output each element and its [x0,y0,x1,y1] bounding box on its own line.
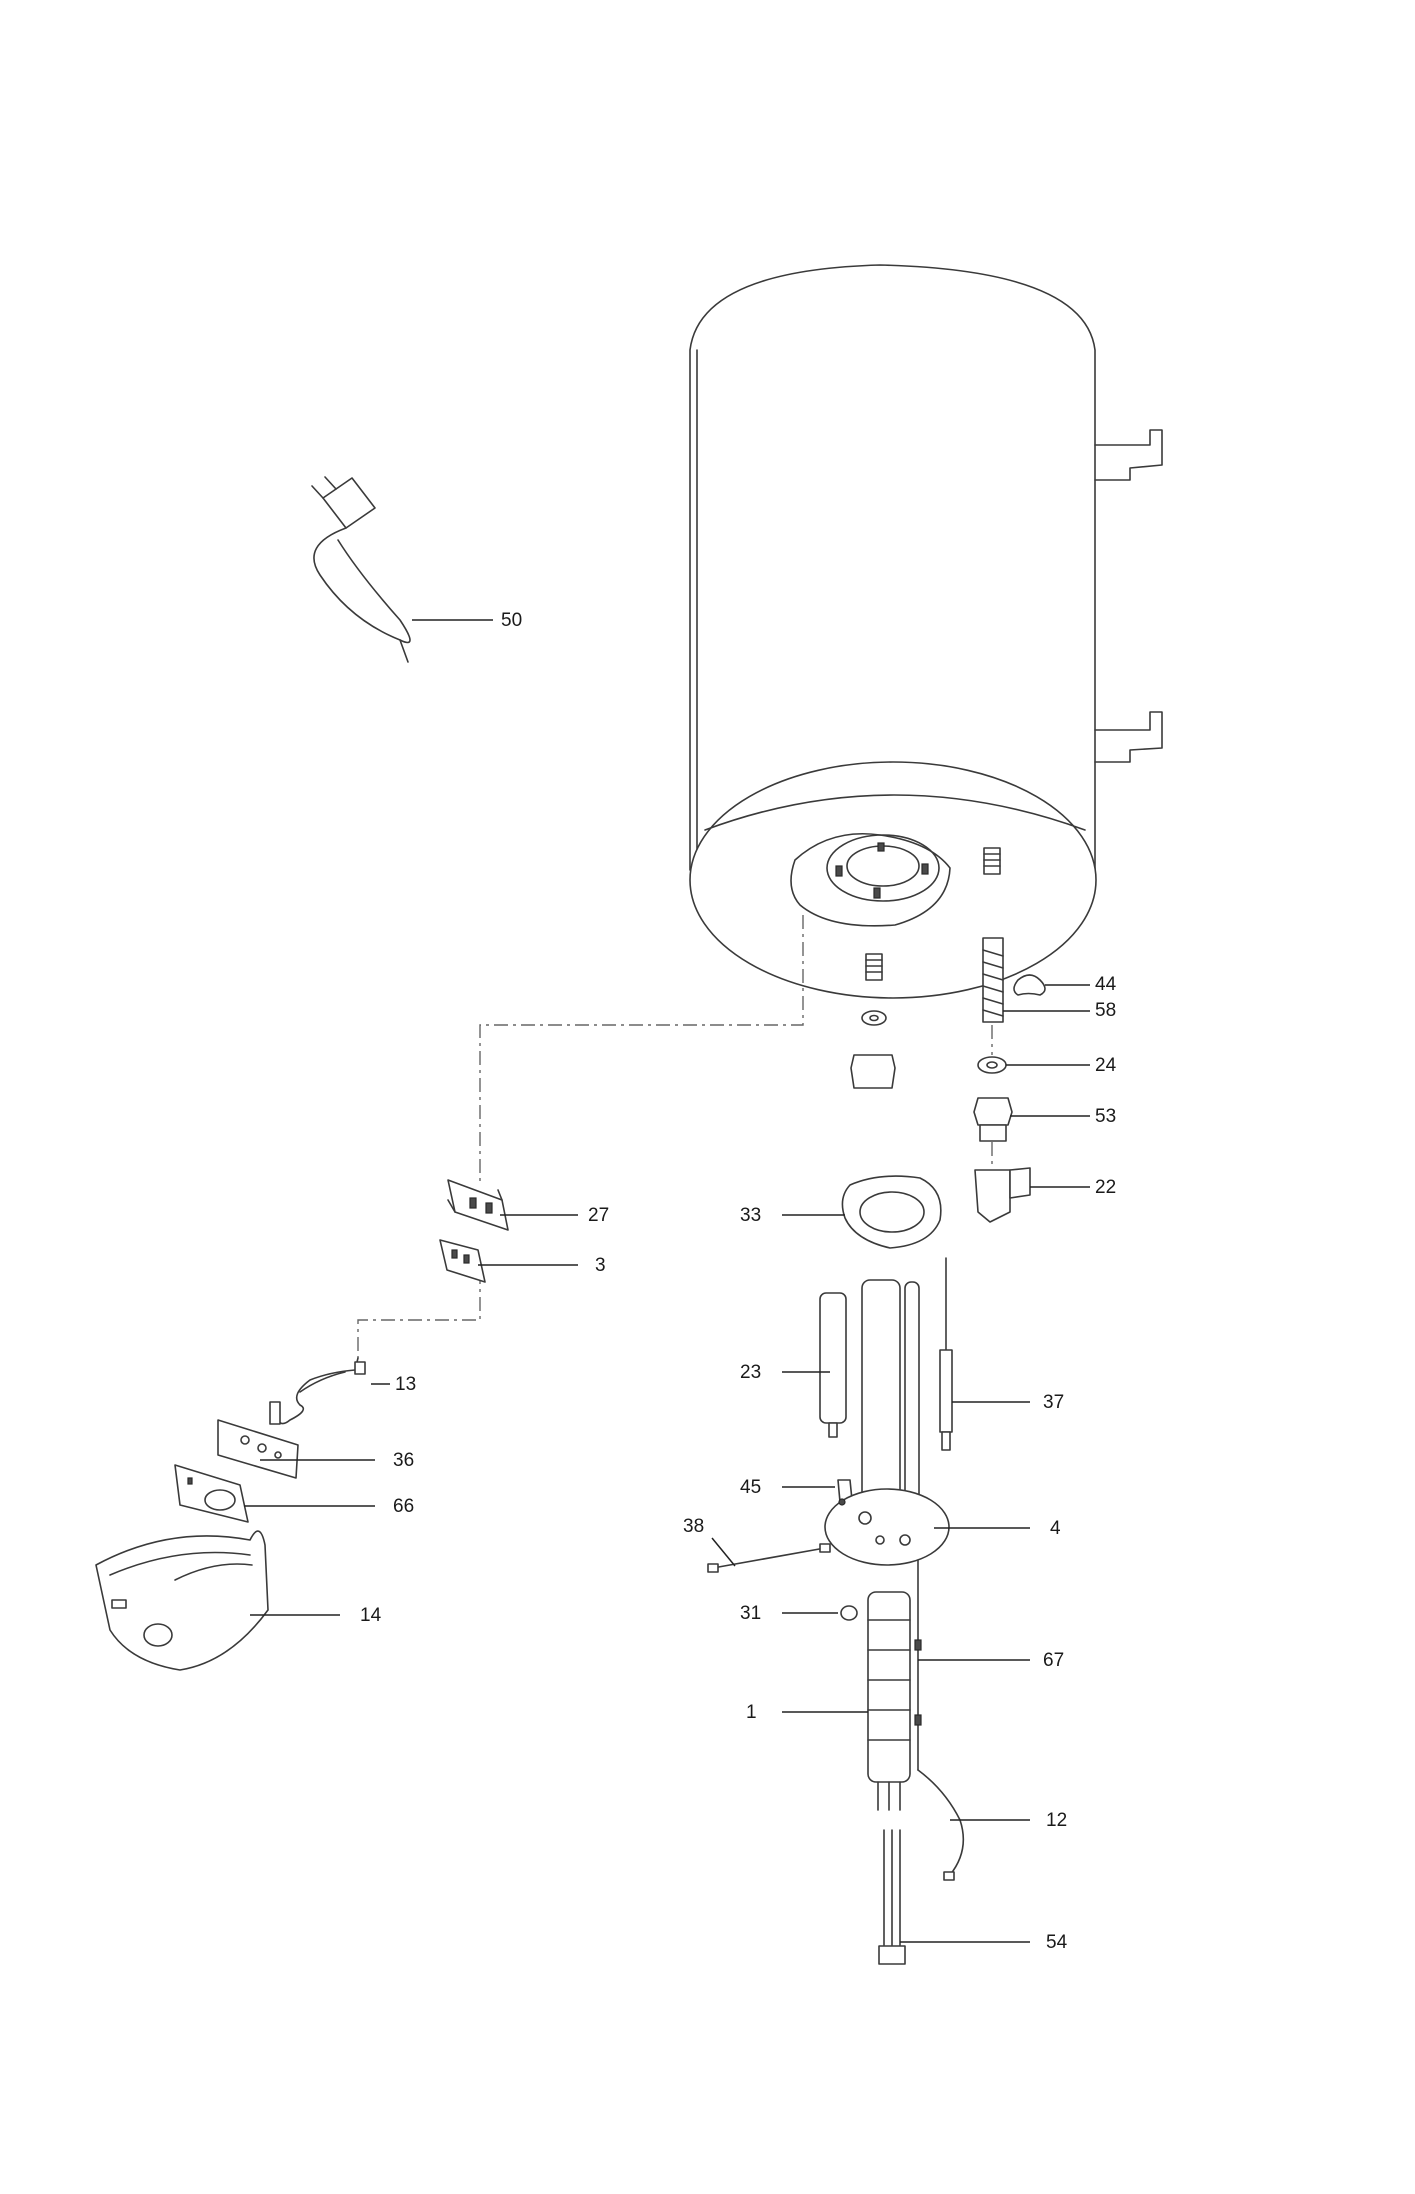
nut [840,1605,858,1621]
callout-33: 33 [740,1205,761,1226]
connector-line-upper [479,915,804,1185]
connector-line-lower [357,1270,481,1358]
callout-24: 24 [1095,1055,1117,1076]
connector-wires [878,1829,906,1965]
thermal-cutout [439,1239,486,1283]
right-fittings [973,937,1046,1223]
magnesium-anode [819,1292,847,1438]
thermostat [447,1179,509,1231]
inlet-fittings [850,1010,896,1089]
leader-lines [244,619,1090,1943]
control-board [217,1419,299,1479]
callout-14: 14 [360,1605,382,1626]
heating-sheath [861,1279,920,1531]
control-module [174,1464,249,1523]
callout-58: 58 [1095,1000,1116,1021]
callout-12: 12 [1046,1810,1067,1831]
power-cord [311,476,411,663]
callout-37: 37 [1043,1392,1064,1413]
callout-50: 50 [501,610,522,631]
callout-54: 54 [1046,1932,1068,1953]
bottom-cover [95,1530,269,1671]
callout-3: 3 [595,1255,606,1276]
water-heater-tank [689,264,1163,999]
temperature-probe [939,1257,953,1451]
callout-1: 1 [746,1702,757,1723]
callout-23: 23 [740,1362,761,1383]
wiring-harness [269,1357,366,1425]
sensor-cable [917,1769,965,1881]
callout-53: 53 [1095,1106,1116,1127]
callout-31: 31 [740,1603,761,1624]
callout-22: 22 [1095,1177,1116,1198]
callout-38: 38 [683,1516,704,1537]
heating-element [867,1591,911,1811]
flange-gasket [841,1175,942,1249]
callout-45: 45 [740,1477,761,1498]
callout-66: 66 [393,1496,414,1517]
earth-wire [707,1543,831,1573]
callout-13: 13 [395,1374,416,1395]
thermostat-rod [914,1559,922,1771]
callout-27: 27 [588,1205,609,1226]
callout-36: 36 [393,1450,414,1471]
callout-labels: 50 44 58 24 53 22 27 33 3 13 23 37 36 45… [360,610,1117,1953]
callout-44: 44 [1095,974,1117,995]
flange-plate [824,1488,950,1566]
callout-67: 67 [1043,1650,1064,1671]
callout-4: 4 [1050,1518,1061,1539]
